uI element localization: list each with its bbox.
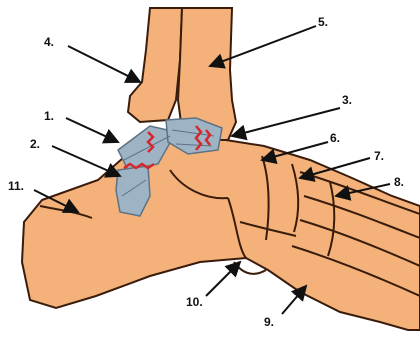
arrow-3 xyxy=(232,108,340,136)
fibula-bone xyxy=(128,8,182,122)
label-9: 9. xyxy=(264,315,274,329)
label-5: 5. xyxy=(318,15,328,29)
label-11: 11. xyxy=(8,179,24,193)
arrow-10 xyxy=(206,262,240,296)
label-8: 8. xyxy=(394,175,404,189)
label-10: 10. xyxy=(186,295,203,309)
label-6: 6. xyxy=(330,131,340,145)
arrow-4 xyxy=(68,46,140,82)
label-4: 4. xyxy=(44,35,54,49)
tear-mark-4 xyxy=(206,130,210,145)
label-3: 3. xyxy=(342,93,352,107)
arrow-9 xyxy=(282,286,306,314)
foot-bones xyxy=(22,140,420,330)
label-1: 1. xyxy=(44,109,54,123)
label-7: 7. xyxy=(374,149,384,163)
arrow-2 xyxy=(52,146,120,176)
label-2: 2. xyxy=(30,137,40,151)
arrow-1 xyxy=(66,118,118,142)
